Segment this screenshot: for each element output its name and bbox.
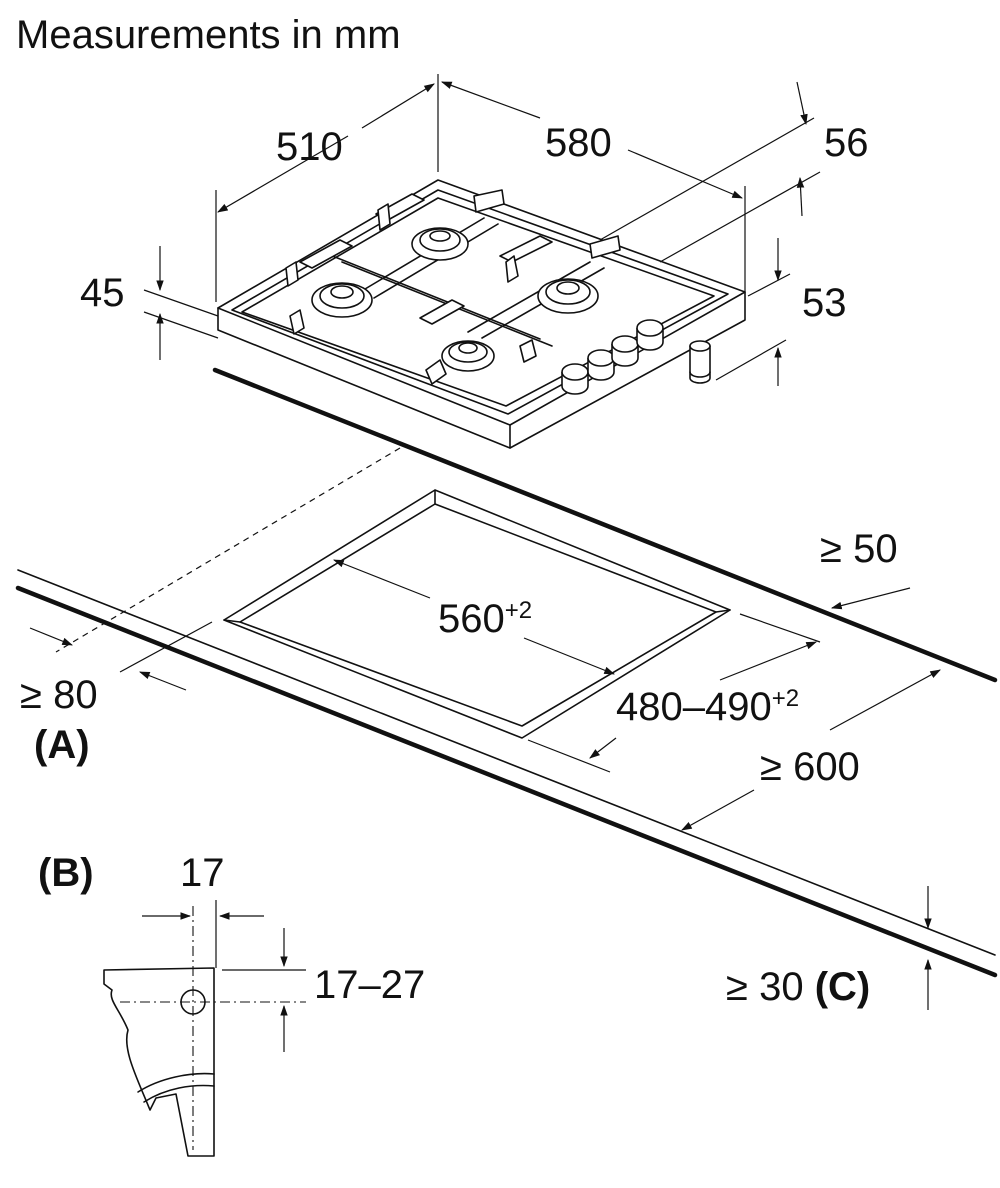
label-clearance-back: ≥ 50 (820, 527, 898, 571)
burner-left (311, 282, 373, 318)
detail-b-drawing (103, 900, 306, 1157)
page-title: Measurements in mm (16, 13, 401, 57)
cutout-dimensions (29, 559, 941, 1010)
hob-dimensions (143, 74, 821, 386)
burner-rear (411, 227, 469, 261)
label-cutout-depth: 480–490+2 (616, 685, 799, 729)
label-worktop-thickness: ≥ 30 (C) (726, 965, 870, 1009)
control-knobs (561, 319, 664, 395)
label-ref-a: (A) (34, 723, 90, 767)
label-hob-height-total: 56 (824, 121, 869, 165)
label-cutout-width: 560+2 (438, 597, 532, 641)
label-ref-b: (B) (38, 851, 94, 895)
burner-right (537, 278, 599, 314)
label-clearance-front: ≥ 80 (20, 673, 98, 717)
hob-drawing (217, 179, 746, 449)
label-hob-depth: 510 (276, 125, 343, 169)
burner-front (441, 340, 495, 372)
worktop-drawing (15, 367, 998, 978)
label-detail-width: 17 (180, 851, 225, 895)
label-hob-thickness: 45 (80, 271, 125, 315)
label-hob-width: 580 (545, 121, 612, 165)
label-worktop-depth: ≥ 600 (760, 745, 860, 789)
label-detail-height: 17–27 (314, 963, 425, 1007)
label-hob-knob-height: 53 (802, 281, 847, 325)
